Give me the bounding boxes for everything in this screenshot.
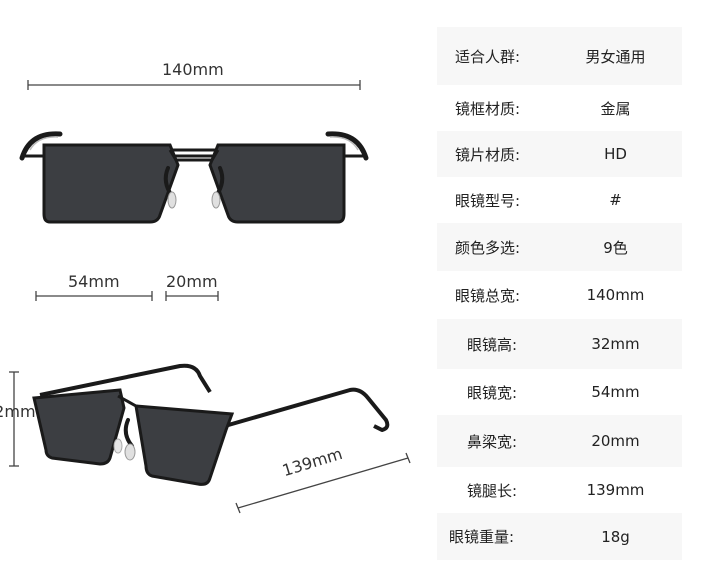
spec-label: 眼镜高: [467, 335, 518, 354]
spec-row: 眼镜总宽: 140mm [437, 271, 682, 319]
spec-value: 男女通用 [585, 47, 646, 66]
spec-row: 镜腿长: 139mm [437, 467, 682, 513]
total-width-label: 140mm [162, 60, 224, 79]
dimension-diagram: 140mm 54mm 20mm 32mm 139mm [0, 60, 411, 514]
bridge-width-dimension-line [165, 291, 219, 301]
spec-row: 眼镜宽: 54mm [437, 369, 682, 415]
spec-value: 139mm [586, 481, 645, 499]
spec-value: 18g [601, 527, 630, 546]
bridge-width-label: 20mm [166, 272, 218, 291]
spec-value: 金属 [600, 99, 631, 118]
glasses-illustration [9, 80, 411, 514]
angled-view-glasses [32, 363, 390, 486]
spec-label: 眼镜重量: [449, 528, 515, 546]
spec-label: 镜片材质: [455, 145, 521, 164]
lens-width-label: 54mm [68, 272, 120, 291]
spec-value: 54mm [591, 383, 640, 401]
spec-value: 9色 [603, 238, 628, 257]
spec-row: 鼻梁宽: 20mm [437, 415, 682, 467]
lens-height-dimension-line [9, 371, 19, 467]
spec-row: 颜色多选: 9色 [437, 223, 682, 271]
spec-row: 适合人群: 男女通用 [437, 27, 682, 85]
temple-length-dimension-line [235, 452, 411, 514]
spec-label: 镜框材质: [455, 99, 521, 118]
spec-value: 140mm [586, 286, 645, 304]
spec-label: 镜腿长: [467, 481, 518, 500]
spec-row: 镜框材质: 金属 [437, 85, 682, 131]
spec-label: 颜色多选: [455, 238, 521, 257]
spec-label: 眼镜总宽: [455, 286, 521, 305]
spec-table: 适合人群: 男女通用 镜框材质: 金属 镜片材质: HD 眼镜型号: # 颜色多… [437, 27, 682, 560]
spec-value: HD [604, 145, 627, 163]
spec-label: 眼镜宽: [467, 383, 518, 402]
spec-row: 眼镜重量: 18g [437, 513, 682, 560]
spec-label: 鼻梁宽: [467, 432, 518, 451]
spec-row: 镜片材质: HD [437, 131, 682, 177]
spec-label: 眼镜型号: [455, 191, 521, 210]
total-width-dimension-line [27, 80, 361, 90]
front-view-glasses [19, 131, 369, 224]
spec-label: 适合人群: [455, 47, 521, 66]
spec-value: # [609, 191, 622, 209]
spec-row: 眼镜高: 32mm [437, 319, 682, 369]
spec-value: 20mm [591, 432, 640, 450]
spec-value: 32mm [591, 335, 640, 353]
spec-row: 眼镜型号: # [437, 177, 682, 223]
lens-width-dimension-line [35, 291, 153, 301]
lens-height-label: 32mm [0, 402, 36, 421]
